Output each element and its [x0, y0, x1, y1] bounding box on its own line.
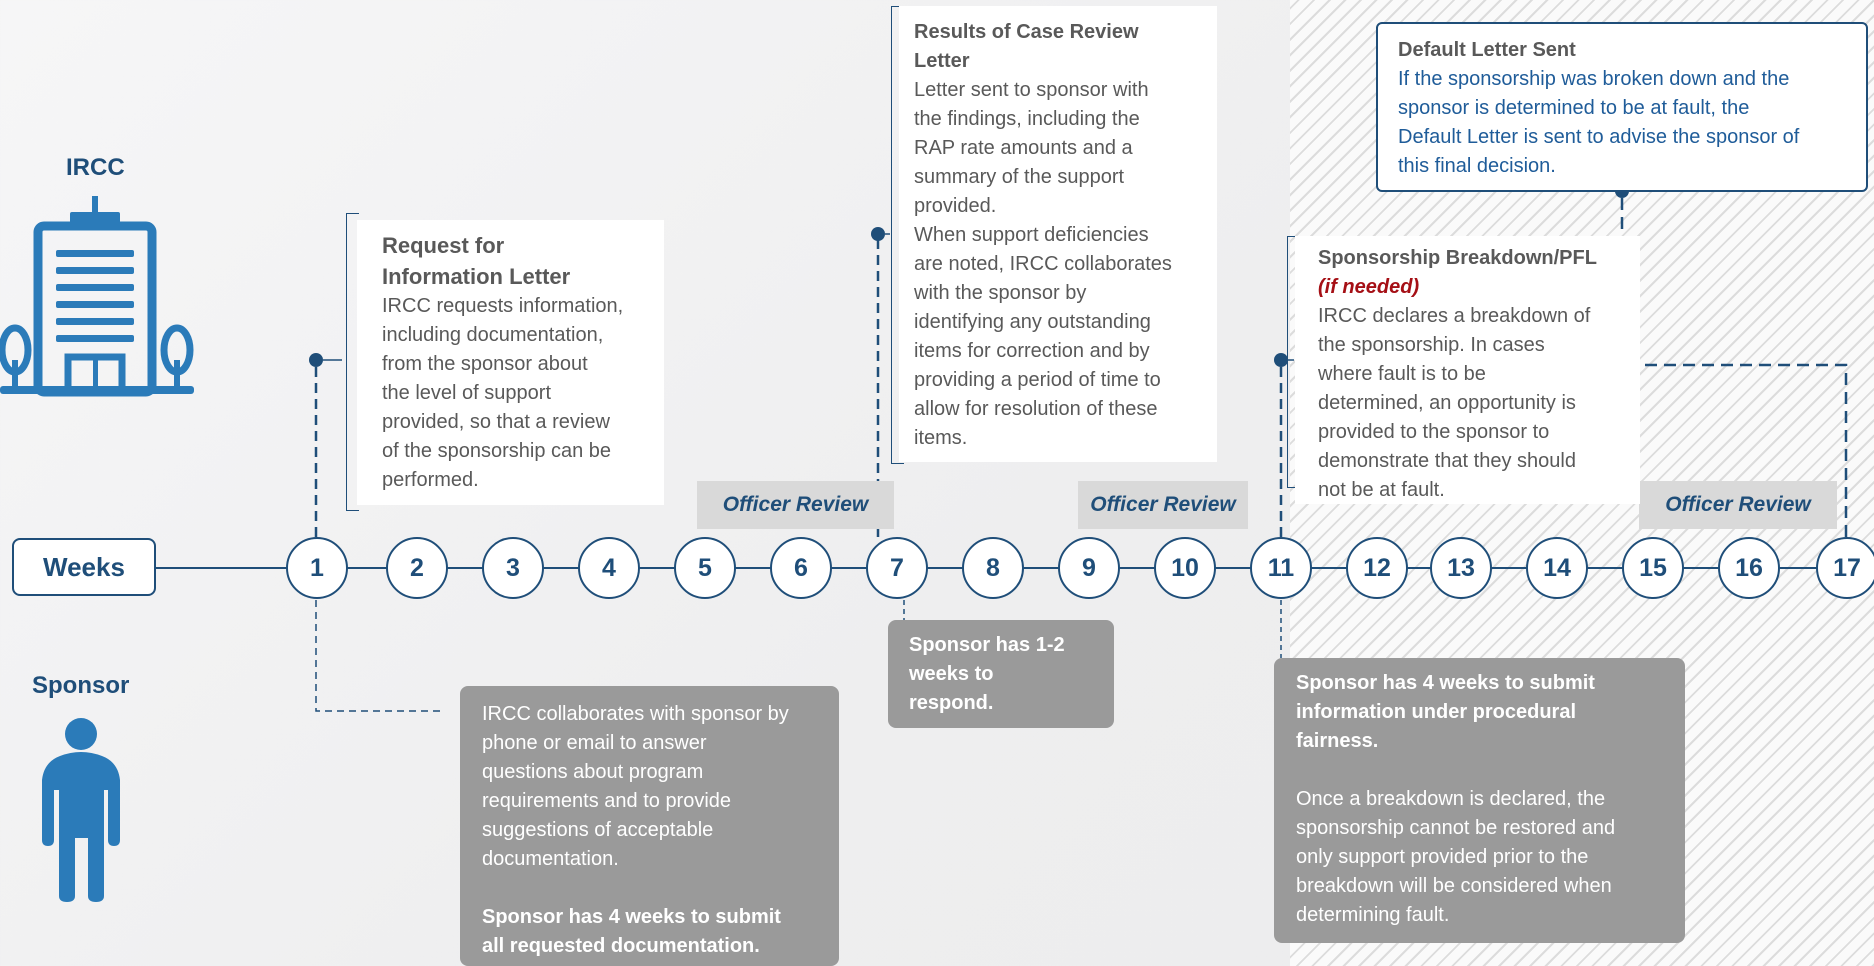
default-line: this final decision.	[1398, 155, 1556, 177]
breakdown-line: determined, an opportunity is	[1318, 392, 1576, 414]
person-icon	[42, 718, 120, 902]
rfi-line: the level of support	[382, 382, 551, 404]
week1-dot	[309, 353, 323, 367]
week-3: 3	[482, 537, 544, 599]
collab-line: questions about program	[482, 761, 704, 783]
results-line: items.	[914, 427, 968, 449]
results-bracket	[891, 6, 904, 464]
breakdown-title: Sponsorship Breakdown/PFL	[1318, 247, 1597, 269]
rfi-line: of the sponsorship can be	[382, 440, 612, 462]
results-line: RAP rate amounts and a	[914, 137, 1133, 159]
ircc-label: IRCC	[66, 154, 125, 181]
week-1: 1	[286, 537, 348, 599]
week-4: 4	[578, 537, 640, 599]
procedural-bold-line: fairness.	[1296, 730, 1379, 752]
rfi-line: performed.	[382, 469, 479, 491]
week-9: 9	[1058, 537, 1120, 599]
week7-dot	[871, 227, 885, 241]
collab-bold-line: Sponsor has 4 weeks to submit	[482, 906, 781, 928]
breakdown-line: where fault is to be	[1318, 363, 1486, 385]
results-line: When support deficiencies	[914, 224, 1149, 246]
default-letter-card: Default Letter Sent If the sponsorship w…	[1376, 22, 1868, 192]
collab-line: requirements and to provide	[482, 790, 732, 812]
procedural-line: sponsorship cannot be restored and	[1296, 817, 1616, 839]
breakdown-card: Sponsorship Breakdown/PFL (if needed) IR…	[1295, 236, 1640, 504]
results-line: provided.	[914, 195, 997, 217]
respond-box: Sponsor has 1-2 weeks to respond.	[888, 620, 1114, 728]
default-line: If the sponsorship was broken down and t…	[1398, 68, 1790, 90]
procedural-line: breakdown will be considered when	[1296, 875, 1612, 897]
sponsor-label: Sponsor	[32, 672, 130, 699]
week-2: 2	[386, 537, 448, 599]
week-17: 17	[1816, 537, 1874, 599]
week-7: 7	[866, 537, 928, 599]
default-line: Default Letter is sent to advise the spo…	[1398, 126, 1800, 148]
procedural-line: determining fault.	[1296, 904, 1450, 926]
rfi-line: from the sponsor about	[382, 353, 588, 375]
building-icon	[0, 196, 194, 397]
results-card: Results of Case Review Letter Letter sen…	[899, 6, 1217, 462]
results-line: identifying any outstanding	[914, 311, 1151, 333]
week-14: 14	[1526, 537, 1588, 599]
weeks-label: Weeks	[12, 538, 156, 596]
results-line: are noted, IRCC collaborates	[914, 253, 1172, 275]
procedural-box: Sponsor has 4 weeks to submit informatio…	[1274, 658, 1685, 943]
week11-dot	[1274, 353, 1288, 367]
results-line: items for correction and by	[914, 340, 1150, 362]
rfi-card: Request for Information Letter IRCC requ…	[357, 220, 664, 505]
week1-sponsor-connector	[315, 600, 445, 712]
officer-review-2: Officer Review	[1078, 481, 1248, 529]
week-13: 13	[1430, 537, 1492, 599]
results-line: providing a period of time to	[914, 369, 1161, 391]
rfi-line: provided, so that a review	[382, 411, 610, 433]
results-line: the findings, including the	[914, 108, 1140, 130]
rfi-line: IRCC requests information,	[382, 295, 624, 317]
respond-line: weeks to	[909, 663, 994, 685]
results-line: summary of the support	[914, 166, 1125, 188]
breakdown-line: the sponsorship. In cases	[1318, 334, 1545, 356]
results-line: Letter sent to sponsor with	[914, 79, 1149, 101]
collab-line: IRCC collaborates with sponsor by	[482, 703, 789, 725]
procedural-line: only support provided prior to the	[1296, 846, 1589, 868]
week-12: 12	[1346, 537, 1408, 599]
default-title: Default Letter Sent	[1398, 39, 1576, 61]
week-11: 11	[1250, 537, 1312, 599]
sponsor-collab-box: IRCC collaborates with sponsor by phone …	[460, 686, 839, 966]
week-8: 8	[962, 537, 1024, 599]
collab-line: phone or email to answer	[482, 732, 707, 754]
respond-line: respond.	[909, 692, 994, 714]
collab-line: suggestions of acceptable	[482, 819, 714, 841]
procedural-bold-line: Sponsor has 4 weeks to submit	[1296, 672, 1595, 694]
procedural-bold-line: information under procedural	[1296, 701, 1577, 723]
rfi-line: including documentation,	[382, 324, 604, 346]
results-line: allow for resolution of these	[914, 398, 1158, 420]
breakdown-line: IRCC declares a breakdown of	[1318, 305, 1591, 327]
results-title-1: Results of Case Review	[914, 21, 1139, 43]
week-6: 6	[770, 537, 832, 599]
collab-line: documentation.	[482, 848, 619, 870]
week-15: 15	[1622, 537, 1684, 599]
rfi-title-2: Information Letter	[382, 264, 571, 289]
week-5: 5	[674, 537, 736, 599]
rfi-bracket	[346, 213, 359, 511]
breakdown-line: provided to the sponsor to	[1318, 421, 1550, 443]
collab-bold-line: all requested documentation.	[482, 935, 760, 957]
respond-line: Sponsor has 1-2	[909, 634, 1065, 656]
default-line: sponsor is determined to be at fault, th…	[1398, 97, 1750, 119]
week-10: 10	[1154, 537, 1216, 599]
results-title-2: Letter	[914, 50, 970, 72]
results-line: with the sponsor by	[914, 282, 1087, 304]
week-16: 16	[1718, 537, 1780, 599]
rfi-title-1: Request for	[382, 233, 505, 258]
breakdown-subtitle: (if needed)	[1318, 276, 1420, 298]
procedural-line: Once a breakdown is declared, the	[1296, 788, 1606, 810]
officer-review-1: Officer Review	[697, 481, 894, 529]
breakdown-line: not be at fault.	[1318, 479, 1445, 501]
breakdown-line: demonstrate that they should	[1318, 450, 1576, 472]
officer-review-3: Officer Review	[1639, 481, 1837, 529]
breakdown-bracket	[1287, 236, 1298, 488]
